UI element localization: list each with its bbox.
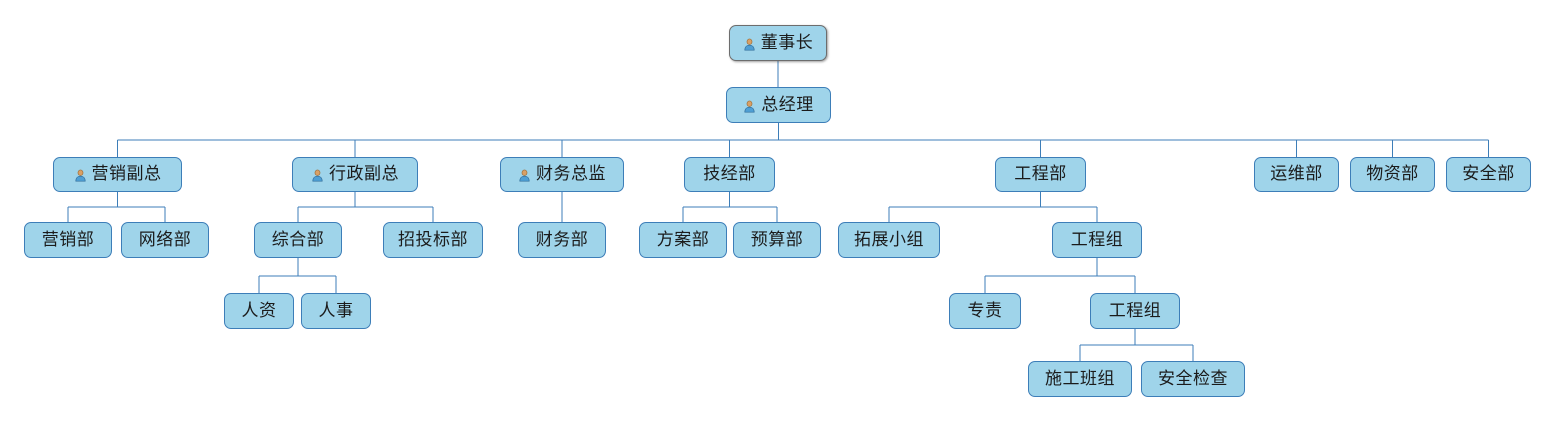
- org-node-n1[interactable]: 董事长: [729, 25, 827, 61]
- org-node-label: 方案部: [656, 229, 710, 250]
- org-node-n13[interactable]: 综合部: [254, 222, 342, 258]
- org-node-label: 行政副总: [329, 164, 399, 184]
- org-node-label: 财务部: [535, 229, 589, 250]
- org-node-label: 运维部: [1270, 164, 1323, 184]
- org-node-n23[interactable]: 工程组: [1090, 293, 1180, 329]
- org-node-label: 人资: [241, 300, 277, 321]
- org-node-n10[interactable]: 安全部: [1446, 157, 1531, 192]
- org-node-n19[interactable]: 工程组: [1052, 222, 1142, 258]
- person-icon: [518, 169, 531, 182]
- person-icon: [311, 169, 324, 182]
- org-node-label: 技经部: [703, 164, 756, 184]
- org-node-n14[interactable]: 招投标部: [383, 222, 483, 258]
- org-node-label: 安全部: [1462, 164, 1515, 184]
- person-icon: [743, 100, 756, 113]
- org-node-n22[interactable]: 专责: [949, 293, 1021, 329]
- org-node-label: 营销部: [41, 229, 95, 250]
- org-node-label: 施工班组: [1045, 368, 1115, 389]
- org-node-label: 拓展小组: [854, 229, 924, 250]
- org-node-n11[interactable]: 营销部: [24, 222, 112, 258]
- org-node-n8[interactable]: 运维部: [1254, 157, 1339, 192]
- org-node-n5[interactable]: 财务总监: [500, 157, 624, 192]
- org-node-n12[interactable]: 网络部: [121, 222, 209, 258]
- org-node-n3[interactable]: 营销副总: [53, 157, 182, 192]
- org-node-n15[interactable]: 财务部: [518, 222, 606, 258]
- org-node-label: 营销副总: [91, 164, 162, 184]
- org-node-n9[interactable]: 物资部: [1350, 157, 1435, 192]
- org-node-label: 网络部: [138, 229, 192, 250]
- org-node-label: 人事: [318, 300, 354, 321]
- org-node-n24[interactable]: 施工班组: [1028, 361, 1132, 397]
- org-node-label: 预算部: [750, 229, 804, 250]
- org-node-label: 工程组: [1108, 300, 1162, 321]
- org-node-label: 物资部: [1366, 164, 1419, 184]
- org-node-n6[interactable]: 技经部: [684, 157, 775, 192]
- org-node-n18[interactable]: 拓展小组: [838, 222, 940, 258]
- org-node-n2[interactable]: 总经理: [726, 87, 831, 123]
- org-node-n25[interactable]: 安全检查: [1141, 361, 1245, 397]
- org-node-n16[interactable]: 方案部: [639, 222, 727, 258]
- org-node-label: 安全检查: [1158, 368, 1228, 389]
- org-node-label: 专责: [967, 300, 1003, 321]
- org-node-n20[interactable]: 人资: [224, 293, 294, 329]
- org-node-label: 财务总监: [536, 164, 606, 184]
- org-node-n17[interactable]: 预算部: [733, 222, 821, 258]
- org-node-label: 招投标部: [398, 229, 468, 250]
- org-node-n7[interactable]: 工程部: [995, 157, 1086, 192]
- org-node-label: 总经理: [761, 94, 814, 115]
- person-icon: [743, 38, 756, 51]
- org-node-label: 工程部: [1014, 164, 1067, 184]
- org-node-n21[interactable]: 人事: [301, 293, 371, 329]
- org-node-n4[interactable]: 行政副总: [292, 157, 418, 192]
- org-node-label: 工程组: [1070, 229, 1124, 250]
- person-icon: [74, 169, 87, 182]
- org-node-label: 综合部: [271, 229, 325, 250]
- org-node-label: 董事长: [760, 32, 814, 53]
